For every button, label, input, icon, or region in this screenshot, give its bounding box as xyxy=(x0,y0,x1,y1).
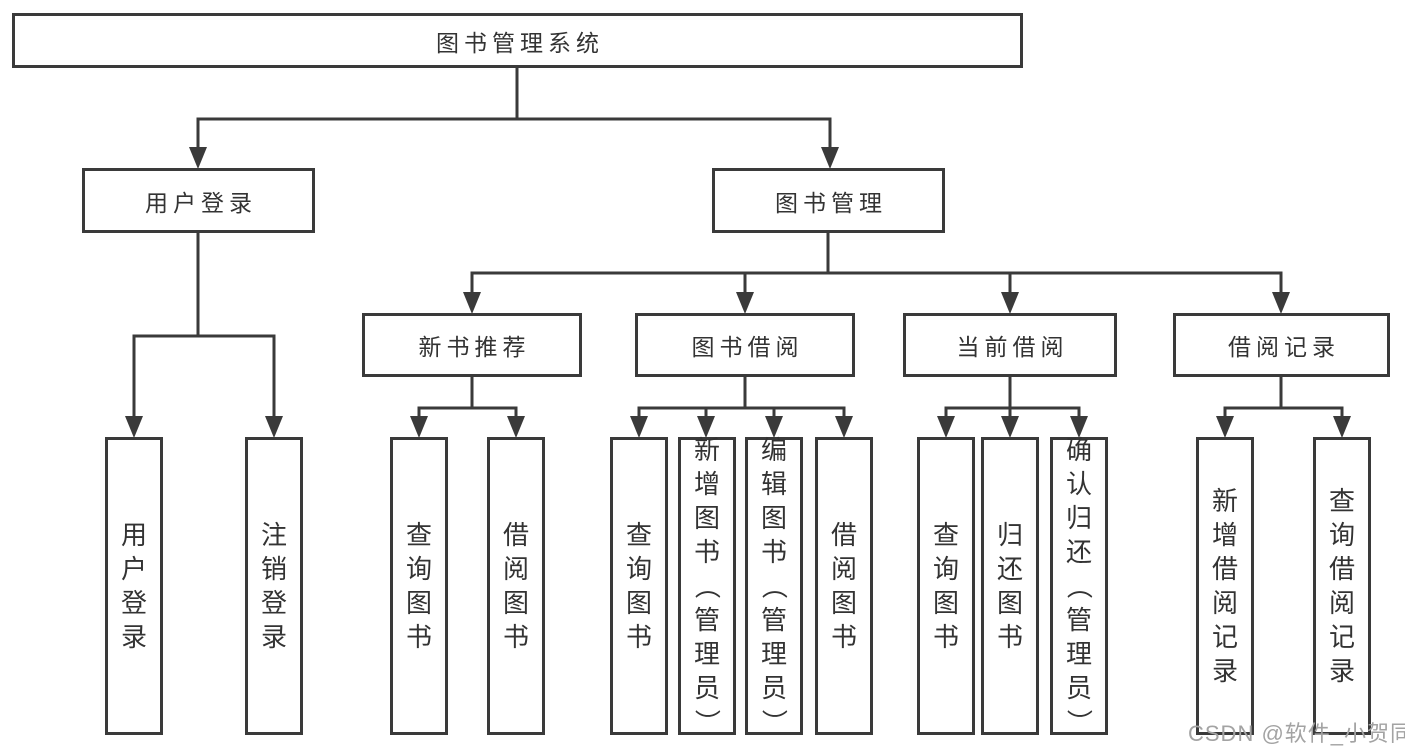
node-book-management: 图书管理 xyxy=(712,168,945,233)
leaf-query-books-current: 查询图书 xyxy=(917,437,975,735)
node-user-login: 用户登录 xyxy=(82,168,315,233)
leaf-borrow-books-recommend: 借阅图书 xyxy=(487,437,545,735)
leaf-add-borrow-record: 新增借阅记录 xyxy=(1196,437,1254,735)
node-library-management-system: 图书管理系统 xyxy=(12,13,1023,68)
node-new-book-recommendation: 新书推荐 xyxy=(362,313,582,377)
node-book-borrowing: 图书借阅 xyxy=(635,313,855,377)
watermark: CSDN @软件_小贺同学 xyxy=(1188,721,1405,746)
leaf-add-books-admin: 新增图书（管理员） xyxy=(678,437,736,735)
leaf-query-books-borrowing: 查询图书 xyxy=(610,437,668,735)
leaf-edit-books-admin: 编辑图书（管理员） xyxy=(745,437,803,735)
leaf-borrow-books-borrowing: 借阅图书 xyxy=(815,437,873,735)
leaf-return-books: 归还图书 xyxy=(981,437,1039,735)
leaf-confirm-return-admin: 确认归还（管理员） xyxy=(1050,437,1108,735)
leaf-query-borrow-record: 查询借阅记录 xyxy=(1313,437,1371,735)
node-current-borrowing: 当前借阅 xyxy=(903,313,1117,377)
leaf-user-login: 用户登录 xyxy=(105,437,163,735)
leaf-query-books-recommend: 查询图书 xyxy=(390,437,448,735)
node-borrowing-records: 借阅记录 xyxy=(1173,313,1390,377)
leaf-logout: 注销登录 xyxy=(245,437,303,735)
